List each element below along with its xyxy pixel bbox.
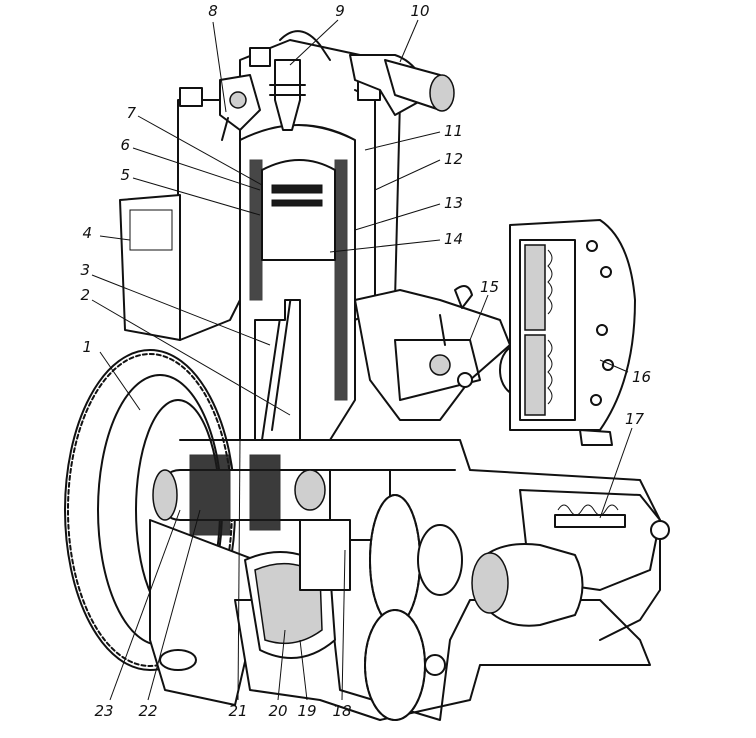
callout-22: 22	[138, 702, 157, 720]
callout-12: 12	[444, 150, 463, 168]
callout-5: 5	[120, 166, 130, 184]
callout-13: 13	[444, 194, 463, 212]
timing-gears	[364, 494, 463, 721]
callout-23: 23	[94, 702, 113, 720]
governor-assembly	[471, 489, 670, 627]
callout-2: 2	[80, 286, 90, 304]
exhaust-pipe	[349, 54, 455, 116]
fuel-pump	[354, 285, 537, 421]
callout-3: 3	[80, 261, 90, 279]
air-filter	[509, 219, 636, 446]
callout-11: 11	[444, 122, 463, 140]
callout-14: 14	[444, 230, 463, 248]
callout-7: 7	[126, 104, 136, 122]
callout-19: 19	[297, 702, 316, 720]
callout-15: 15	[480, 278, 499, 296]
leader-lines	[91, 19, 633, 701]
callout-21: 21	[228, 702, 247, 720]
callout-17: 17	[625, 410, 645, 428]
callout-4: 4	[82, 224, 92, 242]
callout-16: 16	[632, 368, 651, 386]
callout-8: 8	[208, 2, 218, 20]
callout-labels: 1 2 3 4 5 6 7 8 9 10 11 12 13 14 15 16 1…	[80, 2, 651, 720]
callout-10: 10	[410, 2, 429, 20]
callout-9: 9	[335, 2, 345, 20]
injector-assembly	[219, 30, 331, 141]
crankshaft	[152, 454, 391, 659]
callout-20: 20	[268, 702, 287, 720]
callout-1: 1	[82, 338, 92, 356]
callout-18: 18	[332, 702, 351, 720]
callout-6: 6	[120, 136, 130, 154]
